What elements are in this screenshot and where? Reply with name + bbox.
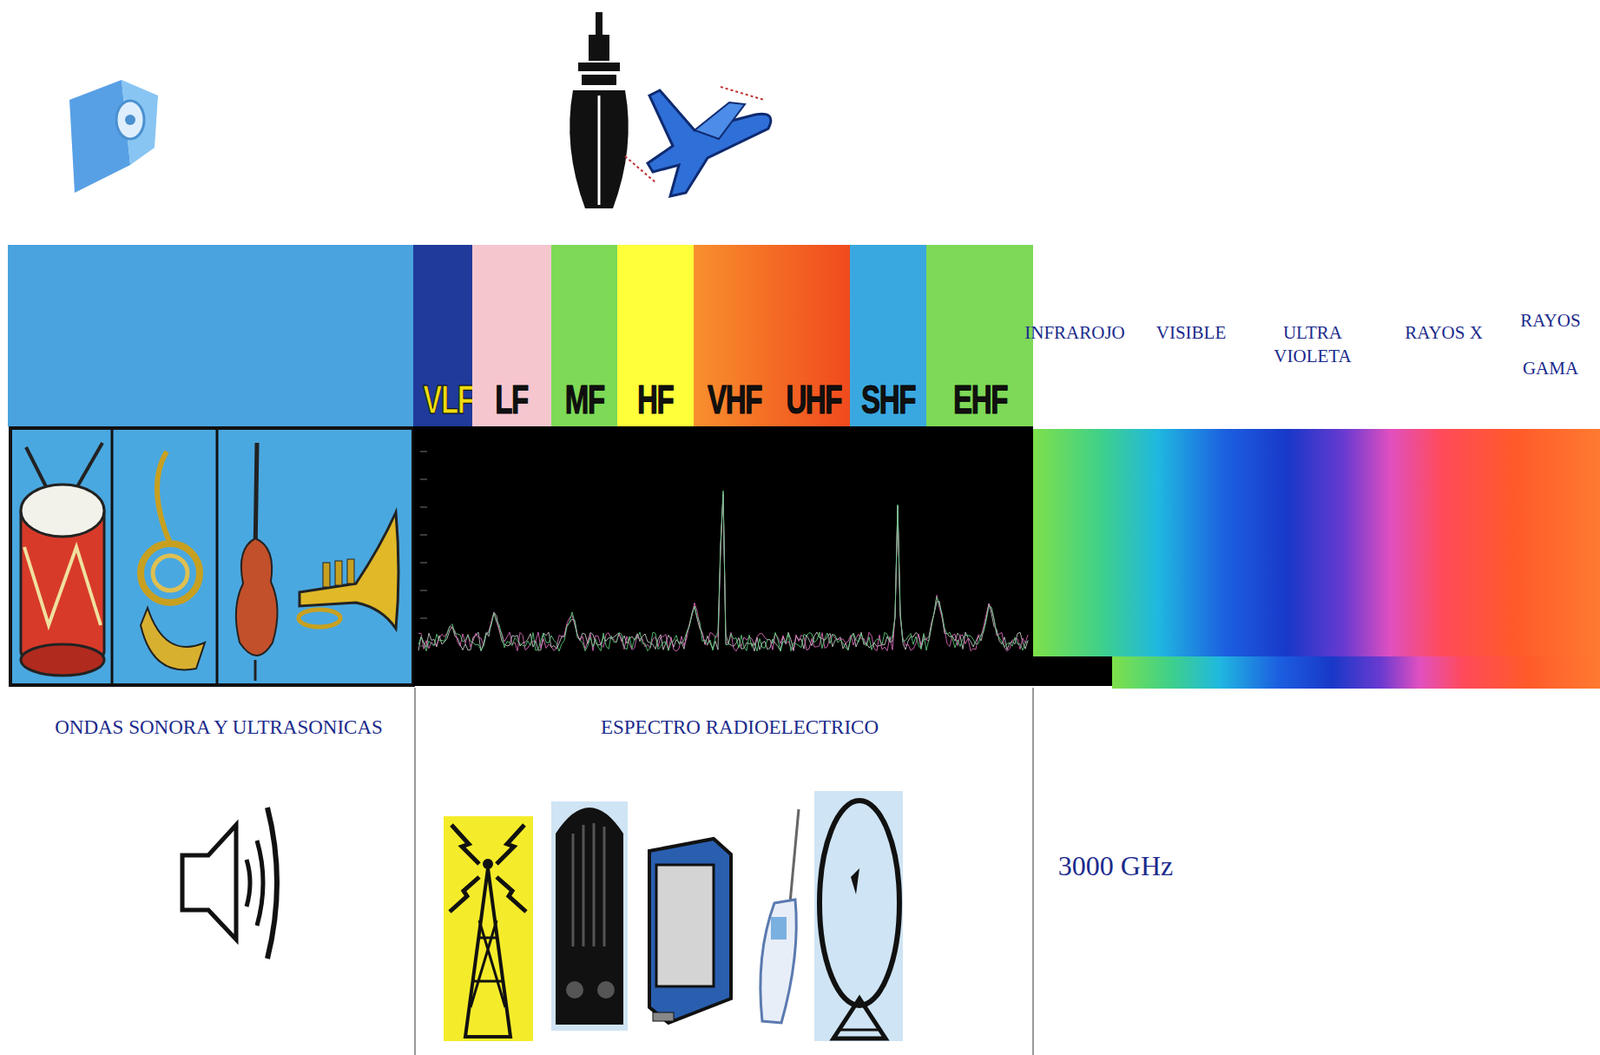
- section-caption: ONDAS SONORA Y ULTRASONICAS: [14, 715, 423, 740]
- axis-tick: [420, 479, 428, 481]
- spectrum-region-label: INFRAROJO: [1013, 321, 1136, 345]
- axis-tick: [420, 506, 428, 508]
- band-label: VLF: [422, 379, 474, 420]
- frequency-band: MF: [551, 244, 618, 427]
- axis-tick: [420, 451, 428, 453]
- band-name: EHF: [926, 379, 1034, 420]
- band-label: MF: [565, 379, 605, 420]
- cellphone-icon: [760, 809, 799, 1023]
- frequency-band: VHF: [693, 244, 776, 427]
- radio-tower-icon: [443, 816, 534, 1041]
- analyzer-trace: [418, 494, 1028, 652]
- analyzer-traces: [418, 451, 1028, 652]
- spectrum-analyzer: [413, 426, 1034, 686]
- section-caption: ESPECTRO RADIOELECTRICO: [566, 715, 914, 740]
- band-name: MF: [551, 379, 618, 420]
- speaker-icon: [182, 807, 277, 959]
- analyzer-trace: [418, 492, 1028, 652]
- axis-tick: [420, 562, 428, 564]
- sound-band: [7, 244, 414, 427]
- satellite-dish-icon: [814, 790, 903, 1041]
- analyzer-extension: [1033, 656, 1113, 686]
- satellite-icon: [69, 79, 159, 193]
- frequency-band: VLF: [413, 244, 473, 427]
- frame-line: [414, 687, 416, 1055]
- band-name: VLF: [413, 379, 473, 420]
- ship-icon: [569, 12, 629, 209]
- trumpet-icon: [298, 512, 399, 629]
- television-icon: [649, 838, 731, 1023]
- frequency-band: EHF: [926, 244, 1034, 427]
- axis-tick: [420, 618, 428, 619]
- band-name: HF: [617, 379, 694, 420]
- band-label: HF: [637, 379, 673, 420]
- drum-icon: [20, 442, 105, 676]
- band-label: LF: [495, 379, 529, 420]
- frequency-band: LF: [472, 244, 552, 427]
- airplane-icon: [625, 86, 771, 197]
- band-label: EHF: [953, 379, 1008, 420]
- axis-tick: [420, 645, 428, 647]
- spectrum-region-label: VISIBLE: [1143, 321, 1239, 345]
- analyzer-trace: [418, 490, 1028, 652]
- band-name: VHF: [693, 379, 776, 420]
- instruments-panel: [10, 427, 414, 685]
- spectrum-region-label: ULTRA VIOLETA: [1269, 321, 1357, 369]
- spectrum-region-label: RAYOS GAMA: [1515, 296, 1586, 393]
- band-name: UHF: [775, 379, 850, 420]
- frequency-value: 3000 GHz: [1028, 849, 1203, 883]
- axis-tick: [420, 590, 428, 592]
- french-horn-icon: [140, 451, 205, 670]
- frequency-band: SHF: [849, 244, 927, 427]
- band-label: VHF: [707, 379, 762, 420]
- axis-tick: [420, 534, 428, 536]
- frame-line: [1032, 687, 1034, 1055]
- band-name: LF: [472, 379, 552, 420]
- light-spectrum: [1033, 428, 1600, 657]
- light-spectrum: [1112, 656, 1600, 689]
- band-label: UHF: [785, 379, 842, 420]
- frequency-band: HF: [617, 244, 694, 427]
- band-name: SHF: [849, 379, 927, 420]
- frequency-band: UHF: [775, 244, 850, 427]
- spectrum-region-label: RAYOS X: [1391, 321, 1496, 345]
- cello-icon: [236, 442, 278, 681]
- band-label: SHF: [861, 379, 916, 420]
- radio-icon: [551, 801, 628, 1031]
